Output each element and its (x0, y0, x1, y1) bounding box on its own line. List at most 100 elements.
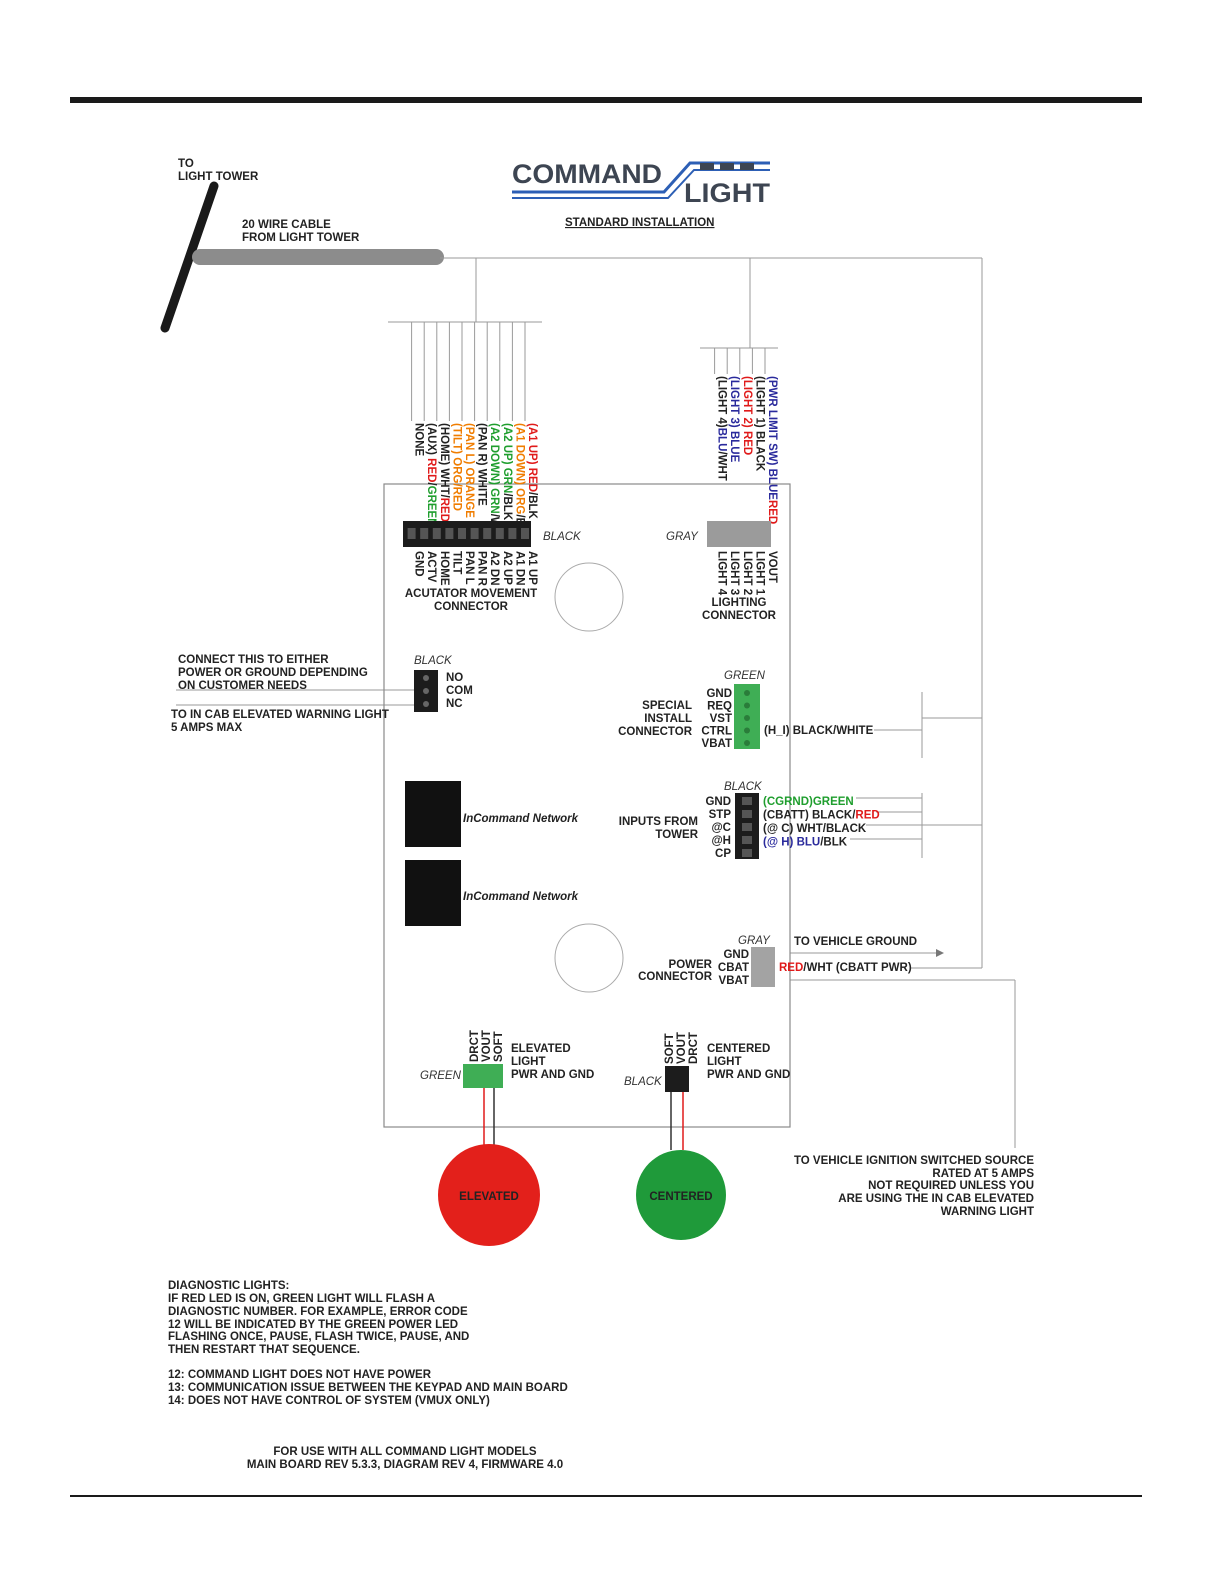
actuator-wire-drops (411, 322, 526, 421)
actuator-connector: (A1 UP) RED/BLK(A1 DOWN) ORG/BLK(A2 UP) … (403, 423, 582, 613)
elevated-pin-1: DRCT (469, 1030, 481, 1062)
elevated-title-2: LIGHT (511, 1056, 546, 1068)
special-title-3: CONNECTOR (618, 726, 693, 738)
to-light-tower-1: TO (178, 158, 194, 170)
centered-title-2: LIGHT (707, 1056, 742, 1068)
ignition-note: TO VEHICLE IGNITION SWITCHED SOURCE RATE… (794, 1155, 1034, 1218)
relay-pin-com: COM (446, 685, 473, 697)
twenty-wire-cable (192, 249, 444, 265)
lighting-color-label: GRAY (666, 531, 699, 543)
power-title-1: POWER (669, 959, 713, 971)
elevated-title-1: ELEVATED (511, 1043, 571, 1055)
lighting-connector-body (707, 521, 771, 547)
lighting-wire-4: (LIGHT 3) BLUE (728, 376, 740, 463)
network-port-1[interactable] (405, 781, 461, 847)
mounting-hole-top (554, 562, 624, 632)
inputs-wire-labels: (CGRND)GREEN(CBATT) BLACK/RED(@ C) WHT/B… (763, 796, 880, 849)
inputs-pin-3: @C (711, 822, 731, 834)
special-pin-2: REQ (707, 701, 732, 713)
special-color-label: GREEN (724, 670, 766, 682)
inputs-pin-1: GND (705, 796, 731, 808)
lighting-pin-2: LIGHT 1 (753, 551, 765, 596)
actuator-pin-6: PAN L (463, 551, 475, 585)
actuator-pin-1: A1 UP (526, 551, 538, 585)
lighting-connector: (PWR LIMIT SW) BLUERED(LIGHT 1) BLACK(LI… (666, 376, 778, 622)
top-rule (70, 97, 1142, 103)
actuator-pin-8: HOME (438, 551, 450, 586)
vehicle-ground-label: TO VEHICLE GROUND (794, 936, 917, 948)
actuator-wire-5: (PAN R) WHITE (476, 423, 488, 506)
relay-pin-no: NO (446, 672, 463, 684)
inputs-wire-2: (CBATT) BLACK/RED (763, 810, 880, 822)
cable-label-1: 20 WIRE CABLE (242, 219, 331, 231)
diag-line-4: 12 WILL BE INDICATED BY THE GREEN POWER … (168, 1319, 458, 1331)
actuator-pin-7: TILT (450, 551, 462, 574)
ignition-note-2: RATED AT 5 AMPS (932, 1168, 1034, 1180)
actuator-title-1: ACUTATOR MOVEMENT (405, 588, 537, 600)
subtitle: STANDARD INSTALLATION (565, 217, 714, 229)
elevated-pin-2: VOUT (481, 1030, 493, 1062)
diag-code-12: 12: COMMAND LIGHT DOES NOT HAVE POWER (168, 1369, 432, 1381)
light-tower-cable (160, 181, 219, 333)
power-pin-vbat: VBAT (719, 975, 749, 987)
relay-max: 5 AMPS MAX (171, 722, 242, 734)
centered-connector-body (665, 1066, 689, 1092)
actuator-wire-1: (A1 UP) RED/BLK (526, 423, 538, 520)
diag-line-3: DIAGNOSTIC NUMBER. FOR EXAMPLE, ERROR CO… (168, 1306, 468, 1318)
actuator-pin-5: PAN R (476, 551, 488, 587)
footer-line-1: FOR USE WITH ALL COMMAND LIGHT MODELS (273, 1446, 537, 1458)
logo-text-bottom: LIGHT (684, 178, 771, 208)
network-port-2-label: InCommand Network (463, 891, 579, 903)
inputs-wire-4: (@ H) BLU/BLK (763, 837, 848, 849)
lighting-wire-5: (LIGHT 4)BLU/WHT (716, 376, 728, 481)
routing-wires (176, 257, 1016, 1148)
relay-connector: CONNECT THIS TO EITHER POWER OR GROUND D… (171, 654, 473, 734)
actuator-color-label: BLACK (543, 531, 582, 543)
actuator-wire-9: (AUX) RED/GREEN (425, 423, 437, 527)
diag-line-6: THEN RESTART THAT SEQUENCE. (168, 1344, 360, 1356)
special-wire-label: (H_I) BLACK/WHITE (764, 725, 874, 737)
lighting-title-1: LIGHTING (712, 597, 767, 609)
relay-color-label: BLACK (414, 655, 453, 667)
special-pin-3: VST (710, 713, 732, 725)
special-install-connector: GREEN SPECIAL INSTALL CONNECTOR GNDREQVS… (618, 670, 873, 750)
actuator-wire-3: (A2 UP) GRN/BLK (501, 423, 513, 521)
diagnostics-section: DIAGNOSTIC LIGHTS: IF RED LED IS ON, GRE… (168, 1280, 568, 1407)
network-port-1-label: InCommand Network (463, 813, 579, 825)
cbatt-wire-label: RED/WHT (CBATT PWR) (779, 962, 912, 974)
power-connector-body (751, 947, 775, 987)
actuator-pin-2: A1 DN (513, 551, 525, 586)
diag-line-5: FLASHING ONCE, PAUSE, FLASH TWICE, PAUSE… (168, 1331, 469, 1343)
actuator-title-2: CONNECTOR (434, 601, 509, 613)
actuator-pin-3: A2 UP (501, 551, 513, 585)
special-pin-4: CTRL (701, 726, 732, 738)
centered-light (636, 1150, 726, 1240)
centered-pin-3: DRCT (688, 1032, 700, 1064)
network-port-2[interactable] (405, 860, 461, 926)
elevated-color-label: GREEN (420, 1070, 462, 1082)
actuator-pin-4: A2 DN (488, 551, 500, 586)
lighting-pin-1: VOUT (766, 551, 778, 583)
network-ports: InCommand Network InCommand Network (405, 781, 579, 926)
inputs-pin-4: @H (711, 835, 731, 847)
centered-color-label: BLACK (624, 1076, 663, 1088)
elevated-title-3: PWR AND GND (511, 1069, 594, 1081)
actuator-wire-7: (TILT) ORG/RED (450, 423, 462, 511)
inputs-wire-1: (CGRND)GREEN (763, 796, 854, 808)
centered-pin-1: SOFT (664, 1033, 676, 1064)
diag-code-14: 14: DOES NOT HAVE CONTROL OF SYSTEM (VMU… (168, 1395, 490, 1407)
relay-note-2: POWER OR GROUND DEPENDING (178, 667, 368, 679)
power-title-2: CONNECTOR (638, 971, 713, 983)
inputs-title-1: INPUTS FROM (619, 816, 698, 828)
special-pin-1: GND (706, 688, 732, 700)
actuator-pin-9: ACTV (425, 551, 437, 583)
